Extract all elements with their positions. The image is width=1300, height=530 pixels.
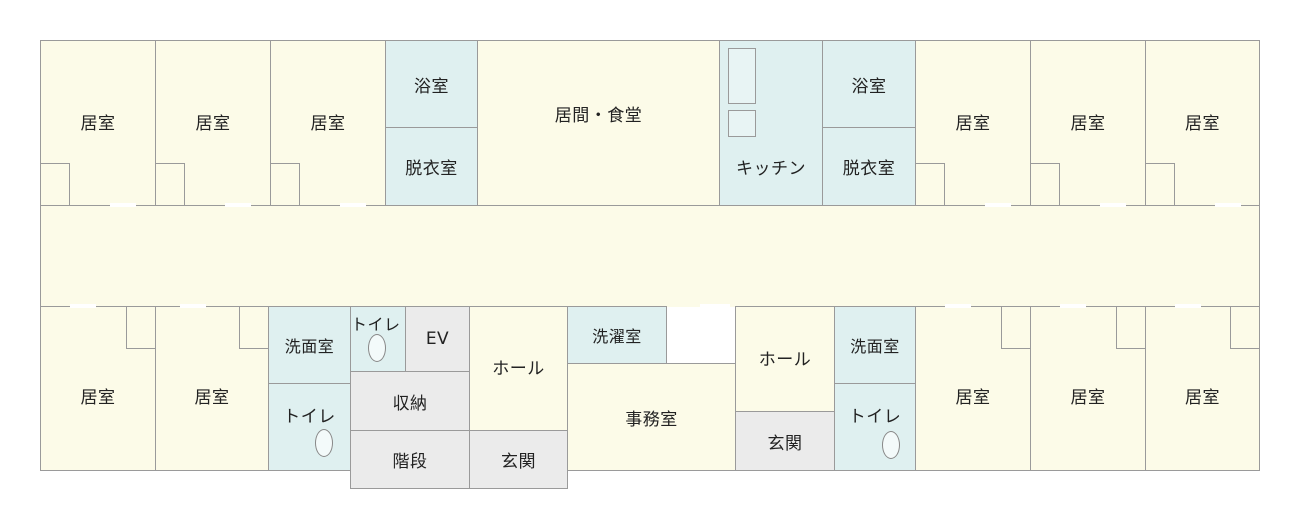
room-label: 居室 (955, 388, 991, 408)
room-toilet-left: トイレ (268, 383, 351, 471)
door-opening (340, 203, 366, 207)
door-opening (1060, 304, 1086, 308)
door-opening (1175, 304, 1201, 308)
room-label: EV (425, 329, 450, 349)
room-label: 階段 (392, 452, 428, 472)
room-label: ホール (758, 349, 812, 370)
closet (1116, 306, 1146, 349)
closet (270, 163, 300, 206)
door-opening (700, 304, 730, 308)
room-label: トイレ (351, 315, 401, 334)
closet (1001, 306, 1031, 349)
room-label: 居室 (310, 114, 346, 134)
closet (915, 163, 945, 206)
closet (1030, 163, 1060, 206)
room-label: トイレ (848, 407, 902, 427)
room-label: 居間・食堂 (554, 105, 643, 126)
closet (155, 163, 185, 206)
room-entrance-right: 玄関 (735, 411, 835, 471)
room-label: 洗面室 (850, 337, 900, 356)
room-entrance-left: 玄関 (469, 430, 568, 489)
room-label: 浴室 (414, 76, 449, 97)
room-washroom-right: 洗面室 (834, 306, 916, 384)
door-opening (180, 304, 206, 308)
room-elevator: EV (405, 306, 470, 372)
door-opening (945, 304, 971, 308)
room-toilet-right: トイレ (834, 383, 916, 471)
closet (1145, 163, 1175, 206)
corridor (40, 205, 1260, 307)
room-dressing-left: 脱衣室 (385, 127, 478, 206)
closet (126, 306, 156, 349)
room-stairs: 階段 (350, 430, 470, 489)
door-opening (225, 203, 251, 207)
room-label: 居室 (1185, 114, 1220, 134)
door-opening (1100, 203, 1126, 207)
kitchen-counter (728, 48, 756, 104)
door-opening (70, 304, 96, 308)
room-label: 事務室 (625, 409, 678, 430)
room-label: トイレ (283, 407, 336, 427)
room-label: 居室 (1185, 388, 1220, 408)
room-label: 居室 (195, 114, 231, 134)
room-label: 洗濯室 (592, 327, 642, 346)
room-storage: 収納 (350, 371, 470, 431)
room-label: 玄関 (767, 433, 803, 454)
room-label: 玄関 (501, 452, 536, 472)
closet (40, 163, 70, 206)
room-living-bottom-4: 居室 (1030, 306, 1146, 471)
toilet-bowl-icon (882, 431, 900, 459)
toilet-bowl-icon (315, 429, 333, 457)
room-label: 居室 (1070, 114, 1106, 134)
room-living-bottom-3: 居室 (915, 306, 1031, 471)
room-label: 居室 (194, 388, 230, 408)
room-label: 浴室 (851, 76, 887, 97)
door-opening (110, 203, 136, 207)
room-label: 居室 (80, 388, 116, 408)
room-living-dining: 居間・食堂 (477, 40, 720, 206)
room-label: 居室 (80, 114, 116, 134)
room-label: ホール (492, 359, 545, 379)
room-hall-left: ホール (469, 306, 568, 431)
room-washroom-left: 洗面室 (268, 306, 351, 384)
room-label: 脱衣室 (842, 159, 896, 179)
room-dressing-right: 脱衣室 (822, 127, 916, 206)
door-opening (1215, 203, 1241, 207)
room-bath-left: 浴室 (385, 40, 478, 128)
closet (1230, 306, 1260, 349)
room-bath-right: 浴室 (822, 40, 916, 128)
room-label: 脱衣室 (405, 159, 458, 179)
room-office: 事務室 (567, 363, 736, 471)
room-label: 居室 (1070, 388, 1106, 408)
room-hall-right: ホール (735, 306, 835, 412)
room-label: 洗面室 (284, 337, 335, 356)
room-label: 収納 (392, 393, 428, 414)
kitchen-sink (728, 110, 756, 137)
closet (239, 306, 269, 349)
room-label: 居室 (955, 114, 991, 134)
room-label: キッチン (736, 159, 806, 179)
room-laundry: 洗濯室 (567, 306, 667, 364)
door-opening (985, 203, 1011, 207)
room-living-bottom-2: 居室 (155, 306, 269, 471)
toilet-bowl-icon (368, 334, 386, 362)
